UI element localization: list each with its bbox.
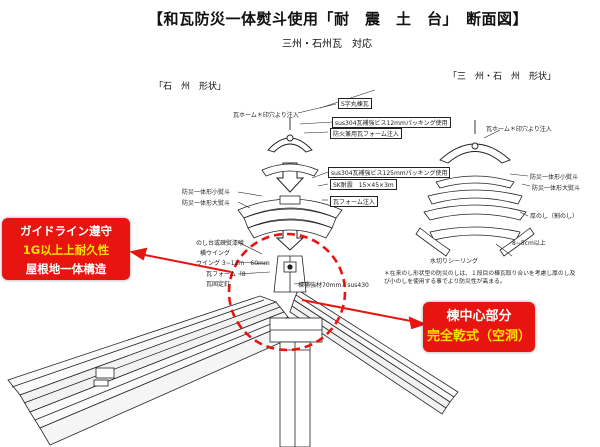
label-fire-foam: 防火兼用瓦フォーム注入 <box>330 128 402 139</box>
label-noshi-right: 厚のし（割のし） <box>530 213 579 220</box>
noshi-stack-left <box>237 195 343 239</box>
label-sk-bracket: SK耐震 15×45×3m <box>330 179 397 190</box>
section-label-sanshu: 「三 州・石 州 形状」 <box>448 72 557 82</box>
roof-right-slope <box>289 289 459 415</box>
ridge-assembly <box>269 255 323 447</box>
label-tile-width: 8~5cm以上 <box>512 240 546 247</box>
footnote: ＊在来のし形状型の防災のしは、１段目の棟瓦取り合いを考慮し厚のし及び小のしを使用… <box>384 271 576 285</box>
label-kawara-foam: 瓦フォーム（8 <box>206 271 246 278</box>
label-integrated-large: 防災一体形大熨斗 <box>182 200 231 207</box>
callout-ridge-center-line1: 棟中心部分 <box>446 309 512 324</box>
label-sus-pipe2: sus304瓦補強ビス125mmパッキング使用 <box>328 167 451 178</box>
label-ridge-note: 水切りシーリング <box>430 258 479 265</box>
label-integrated-large-right: 防災一体形大熨斗 <box>532 185 581 192</box>
callout-guideline-line1: ガイドライン遵守 <box>20 224 112 238</box>
ridge-cap-right <box>439 120 511 164</box>
ridge-base-right <box>415 227 535 257</box>
label-noshi-wall: のし台或疎熨漆喰 <box>196 240 245 247</box>
label-karaoke-hole-right: 瓦ホーム＊印穴より注入 <box>486 126 552 133</box>
ridge-cap-left <box>267 118 313 153</box>
callout-arrows <box>129 247 427 330</box>
roof-left-slope <box>7 295 301 446</box>
callout-ridge-center-line2: 完全乾式（空洞） <box>426 329 531 344</box>
label-integrated-small-right: 防災一体形小熨斗 <box>530 174 579 181</box>
page-title: 【和瓦防災一体熨斗使用「耐 震 土 台」 断面図】 <box>148 10 529 28</box>
noshi-stack-right <box>423 175 527 241</box>
callout-guideline: ガイドライン遵守 1G以上上耐久性 屋根地一体構造 <box>2 218 130 280</box>
callout-guideline-line2: 1G以上上耐久性 <box>22 243 110 257</box>
callout-guideline-line3: 屋根地一体構造 <box>25 262 107 276</box>
label-tile-fixed: 瓦固定釘 <box>206 281 231 288</box>
callout-ridge-center: 棟中心部分 完全乾式（空洞） <box>423 302 535 352</box>
section-label-sekishu: 「石 州 形状」 <box>154 82 227 92</box>
page-subtitle: 三州・石州瓦 対応 <box>282 39 372 50</box>
ridge-focus-circle <box>227 232 347 352</box>
label-prevent-foam: 瓦フォーム注入 <box>330 196 378 207</box>
label-wing-size: ウイング 3~12ｍ 60mm <box>196 260 270 267</box>
label-integrated-noshi: 防災一体形小熨斗 <box>182 189 231 196</box>
label-sus-pipe: sus304瓦補強ビス12mmパッキング使用 <box>332 117 451 128</box>
small-noshi-left <box>261 163 319 177</box>
label-ridge-wood: 棟補強材70mm／sus430 <box>298 282 369 289</box>
label-top-cap: S字丸棟瓦 <box>338 98 372 109</box>
label-band-wing: 横ウイング <box>200 250 231 257</box>
label-karaoke-hole-left: 瓦ホーム＊印穴より注入 <box>233 112 299 119</box>
